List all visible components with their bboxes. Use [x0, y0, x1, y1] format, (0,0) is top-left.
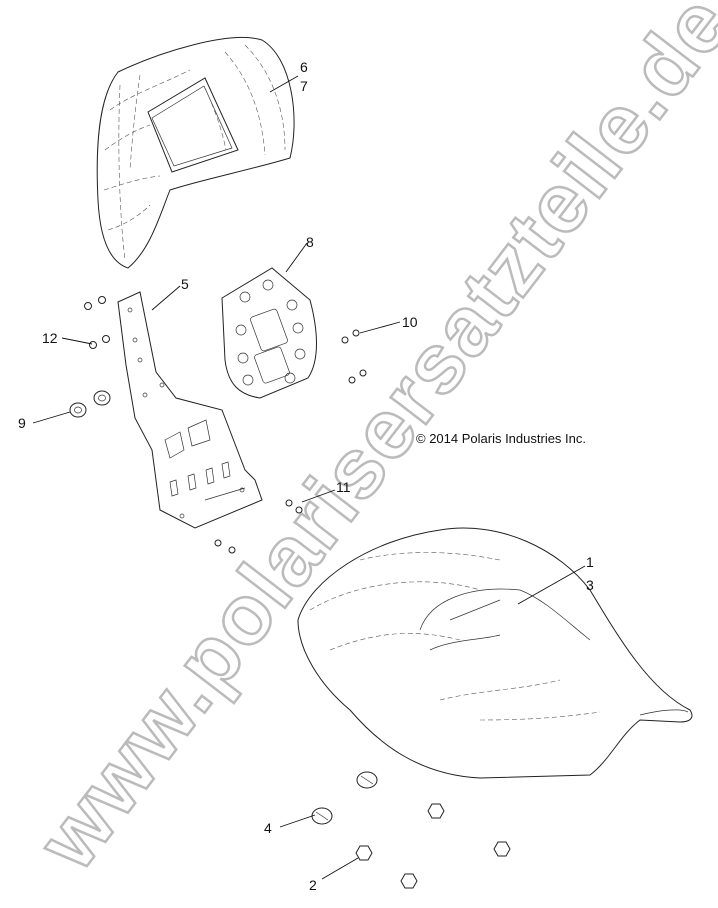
seat-brackets-4 [311, 771, 378, 825]
nuts-group-12 [84, 296, 110, 349]
callout-8: 8 [306, 234, 314, 250]
callout-4: 4 [264, 820, 272, 836]
backrest-pad [96, 37, 295, 269]
seat-assembly [297, 527, 693, 779]
callout-2: 2 [309, 877, 317, 893]
callout-7: 7 [300, 78, 308, 94]
callout-3: 3 [586, 577, 594, 593]
screws-11 [214, 499, 303, 554]
nuts-2 [355, 803, 511, 889]
screws-10 [341, 329, 367, 384]
copyright-notice: © 2014 Polaris Industries Inc. [416, 431, 586, 446]
callout-5: 5 [181, 276, 189, 292]
backrest-bracket [117, 291, 263, 529]
callout-1: 1 [586, 554, 594, 570]
callout-6: 6 [300, 59, 308, 75]
callout-9: 9 [18, 415, 26, 431]
grommets-9 [69, 390, 111, 418]
leader-lines [32, 75, 586, 880]
callout-12: 12 [42, 330, 58, 346]
callout-11: 11 [336, 479, 351, 495]
callout-10: 10 [402, 314, 418, 330]
mounting-plate [221, 267, 317, 399]
